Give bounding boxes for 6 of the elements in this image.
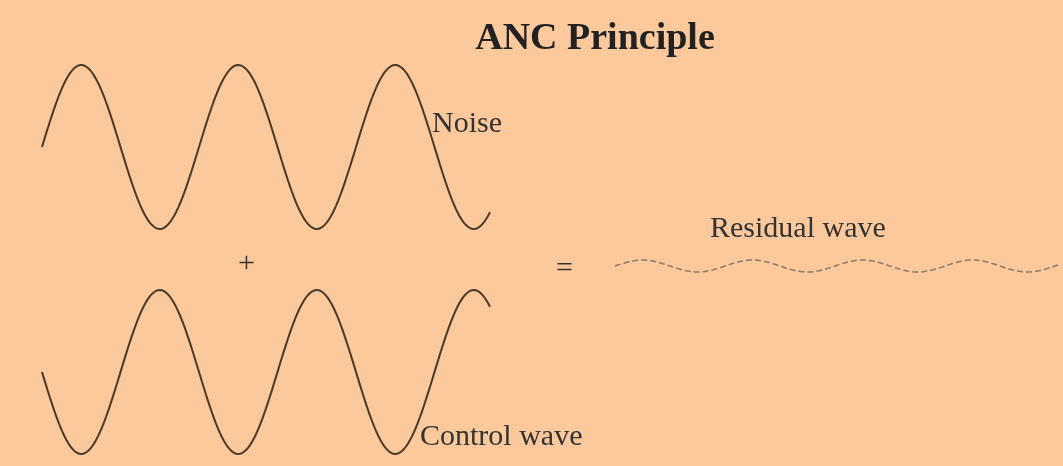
plus-sign: + — [238, 245, 255, 278]
wave-label: Residual wave — [710, 210, 886, 243]
equals-sign: = — [556, 250, 573, 283]
wave-label: Control wave — [420, 418, 583, 451]
diagram-title: ANC Principle — [474, 14, 716, 58]
wave-label: Noise — [432, 105, 502, 138]
